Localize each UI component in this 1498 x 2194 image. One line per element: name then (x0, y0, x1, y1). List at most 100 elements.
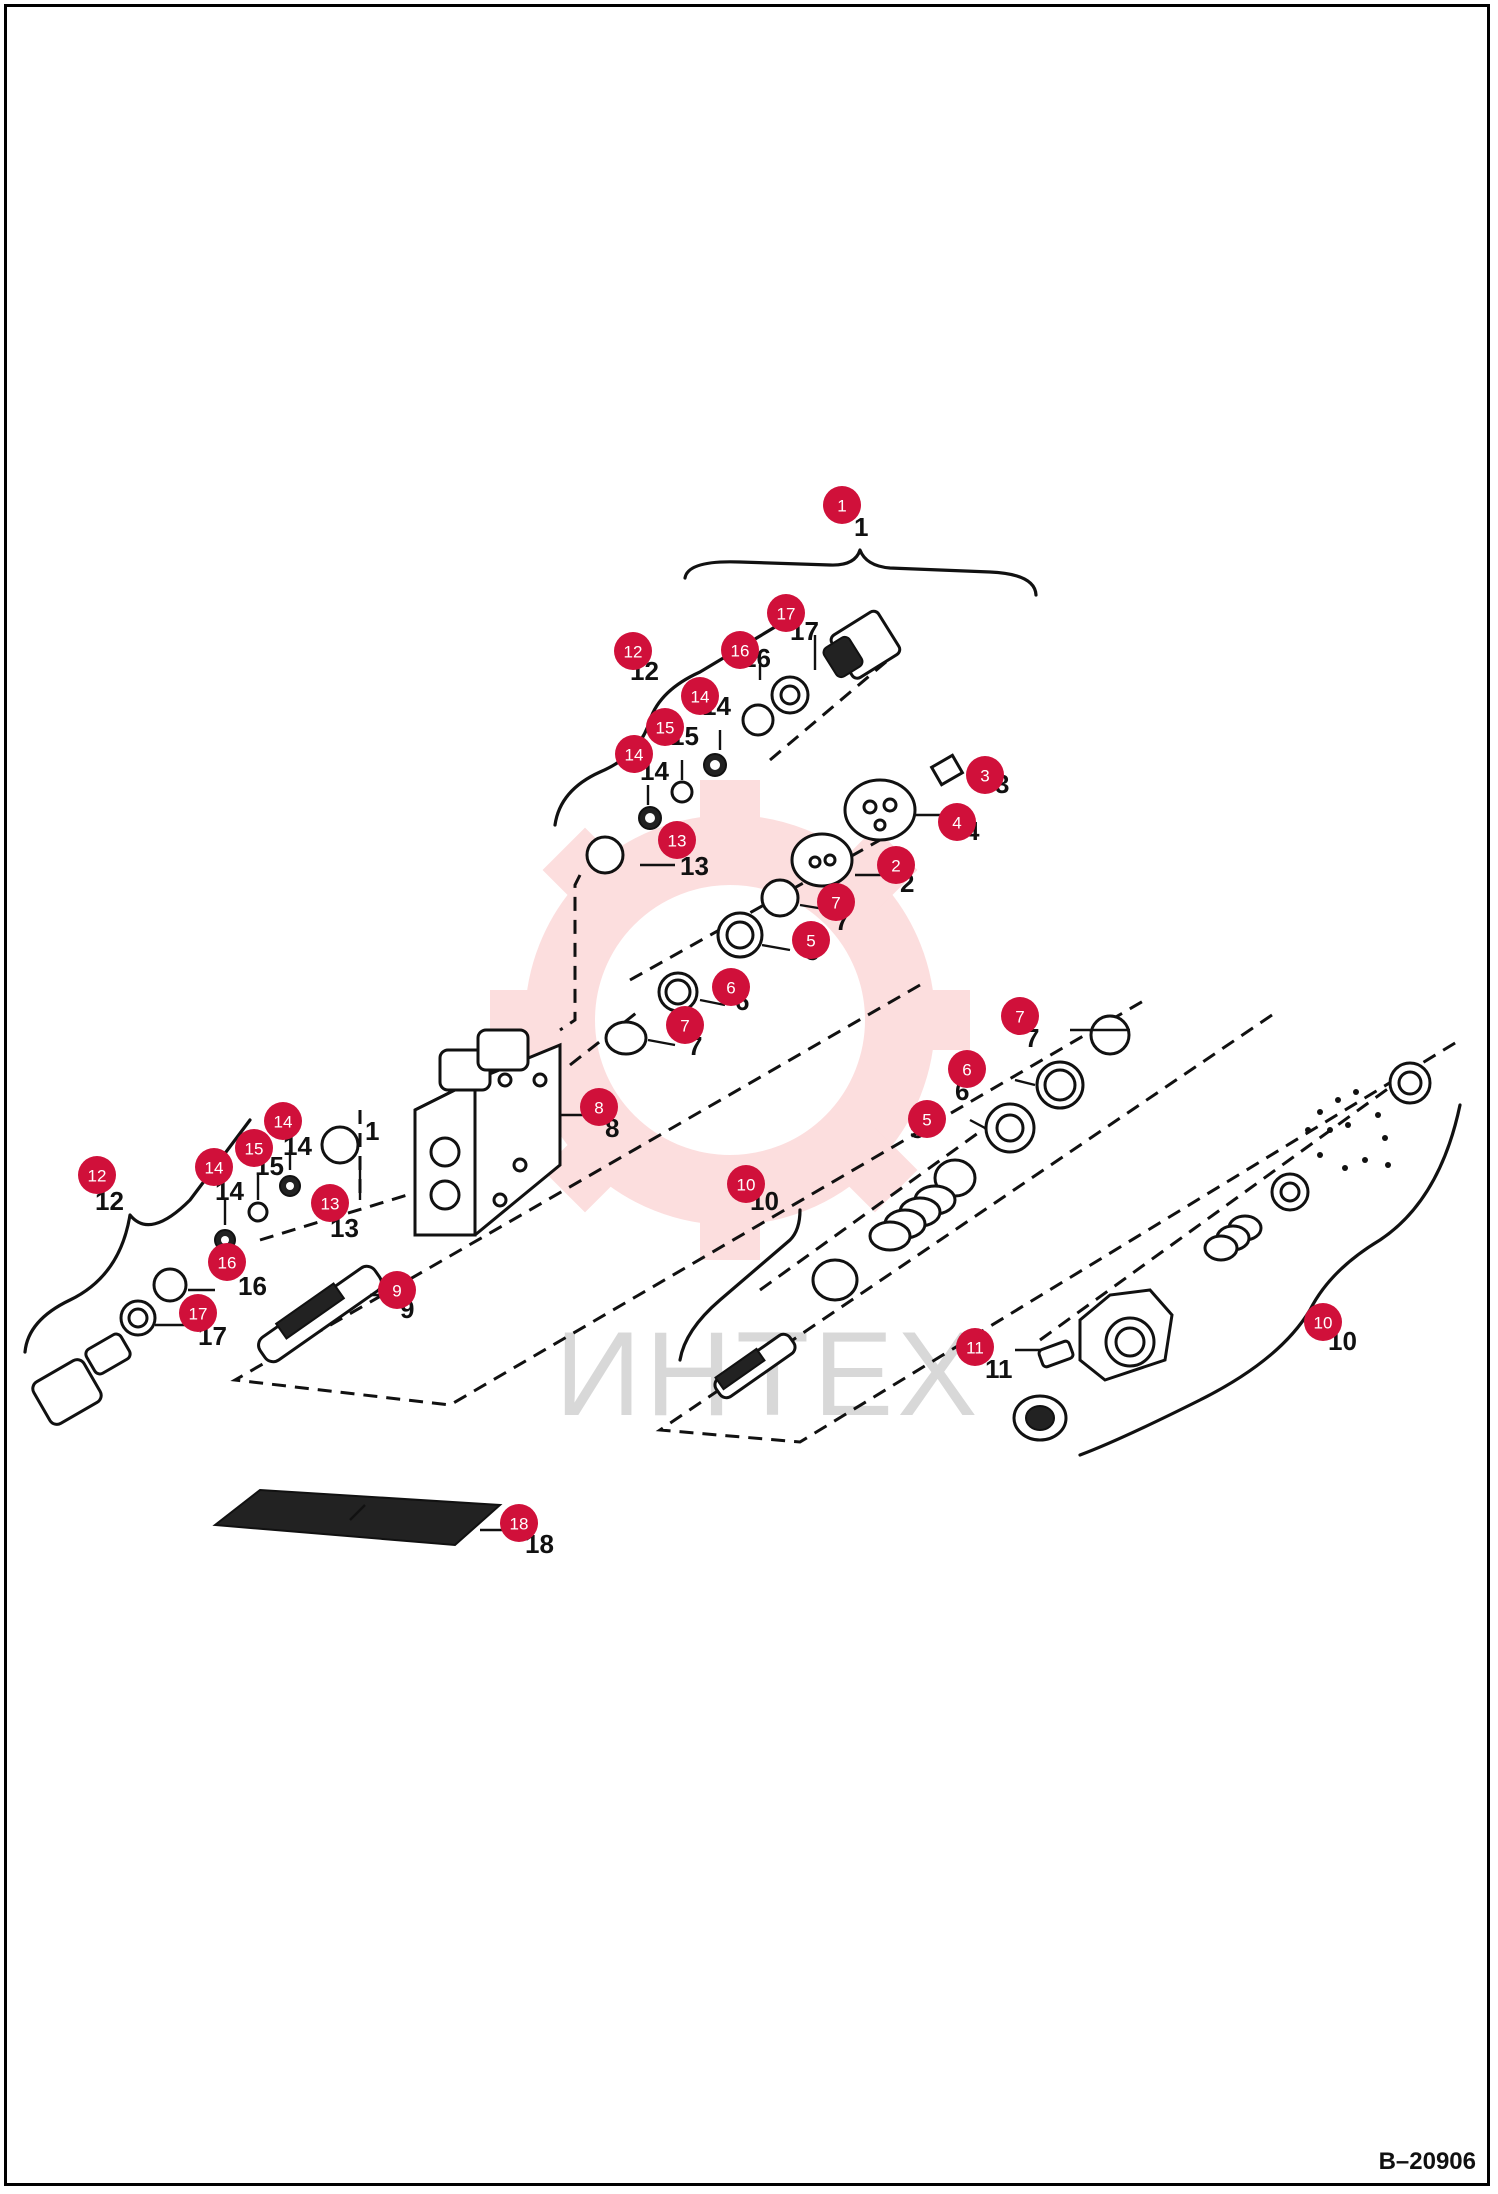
callout-circle (264, 1102, 302, 1140)
callout-label: 13 (321, 1195, 340, 1214)
callout-label: 9 (392, 1282, 401, 1301)
callout-circle (727, 1165, 765, 1203)
callout-17: 17 (179, 1294, 217, 1332)
callout-10: 10 (1304, 1303, 1342, 1341)
callout-label: 14 (691, 688, 710, 707)
callout-8: 8 (580, 1088, 618, 1126)
callout-13: 13 (311, 1184, 349, 1222)
callout-circle (78, 1156, 116, 1194)
callout-label: 17 (189, 1305, 208, 1324)
callout-circle (1304, 1303, 1342, 1341)
callout-label: 7 (680, 1017, 689, 1036)
callout-label: 12 (88, 1167, 107, 1186)
callout-7: 7 (1001, 997, 1039, 1035)
callout-circle (666, 1006, 704, 1044)
callout-label: 16 (731, 642, 750, 661)
callout-12: 12 (78, 1156, 116, 1194)
callout-circle (721, 631, 759, 669)
callout-circle (500, 1504, 538, 1542)
callout-label: 10 (1314, 1314, 1333, 1333)
callout-7: 7 (666, 1006, 704, 1044)
callout-label: 15 (656, 719, 675, 738)
callout-circle (658, 821, 696, 859)
callout-5: 5 (908, 1100, 946, 1138)
callout-circle (195, 1148, 233, 1186)
callout-circle (1001, 997, 1039, 1035)
callout-label: 12 (624, 643, 643, 662)
callout-circle (877, 846, 915, 884)
bolt-circle-pattern (1305, 1089, 1391, 1171)
callout-label: 17 (777, 605, 796, 624)
callout-circle (235, 1129, 273, 1167)
callout-label: 5 (806, 932, 815, 951)
spring-middle (868, 1184, 957, 1252)
callout-label: 6 (962, 1061, 971, 1080)
callout-label: 4 (952, 814, 961, 833)
callout-label: 2 (891, 857, 900, 876)
drawing-id: B–20906 (1378, 2148, 1476, 2175)
callout-10: 10 (727, 1165, 765, 1203)
callout-3: 3 (966, 756, 1004, 794)
callout-1: 1 (823, 486, 861, 524)
callout-15: 15 (646, 708, 684, 746)
callout-circle (681, 677, 719, 715)
callout-14: 14 (195, 1148, 233, 1186)
callout-circle (792, 921, 830, 959)
callout-label: 18 (510, 1515, 529, 1534)
callout-label: 7 (1015, 1008, 1024, 1027)
callout-6: 6 (948, 1050, 986, 1088)
callout-circle (817, 883, 855, 921)
callout-15: 15 (235, 1129, 273, 1167)
spool-left (257, 1264, 383, 1364)
callout-label: 16 (218, 1254, 237, 1273)
callout-14: 14 (264, 1102, 302, 1140)
callout-circle (614, 632, 652, 670)
callout-circle (712, 968, 750, 1006)
part-number-1: 1 (365, 1116, 379, 1146)
callout-5: 5 (792, 921, 830, 959)
callout-circle (208, 1243, 246, 1281)
callout-17: 17 (767, 594, 805, 632)
part-number-1: 1 (854, 512, 868, 542)
callout-circle (311, 1184, 349, 1222)
part-number-16: 16 (238, 1271, 267, 1301)
callout-circle (378, 1271, 416, 1309)
parts (31, 609, 1432, 1547)
callout-circle (179, 1294, 217, 1332)
callout-label: 10 (737, 1176, 756, 1195)
callout-9: 9 (378, 1271, 416, 1309)
callout-label: 14 (205, 1159, 224, 1178)
valve-body (413, 1028, 562, 1237)
callout-4: 4 (938, 803, 976, 841)
dashed-guides (230, 648, 1461, 1444)
end-cap-right (1078, 1288, 1174, 1382)
callout-label: 3 (980, 767, 989, 786)
watermark-text: ИНТЕХ (555, 1307, 981, 1441)
spool-middle (713, 1332, 797, 1400)
callout-16: 16 (721, 631, 759, 669)
callout-circle (938, 803, 976, 841)
callout-circle (966, 756, 1004, 794)
spring-right (1203, 1214, 1263, 1262)
callout-label: 8 (594, 1099, 603, 1118)
callout-2: 2 (877, 846, 915, 884)
callout-circle (908, 1100, 946, 1138)
diagram-frame (4, 4, 1490, 2186)
callout-circle (615, 735, 653, 773)
callout-18: 18 (500, 1504, 538, 1542)
callout-label: 15 (245, 1140, 264, 1159)
callout-circle (767, 594, 805, 632)
callout-14: 14 (681, 677, 719, 715)
callout-14: 14 (615, 735, 653, 773)
callout-circle (646, 708, 684, 746)
callout-label: 13 (668, 832, 687, 851)
callout-label: 7 (831, 894, 840, 913)
valve-cartridge-top (822, 609, 902, 680)
callout-circle (956, 1328, 994, 1366)
plug-left (31, 1332, 132, 1426)
callout-label: 6 (726, 979, 735, 998)
callout-label: 5 (922, 1111, 931, 1130)
callout-16: 16 (208, 1243, 246, 1281)
